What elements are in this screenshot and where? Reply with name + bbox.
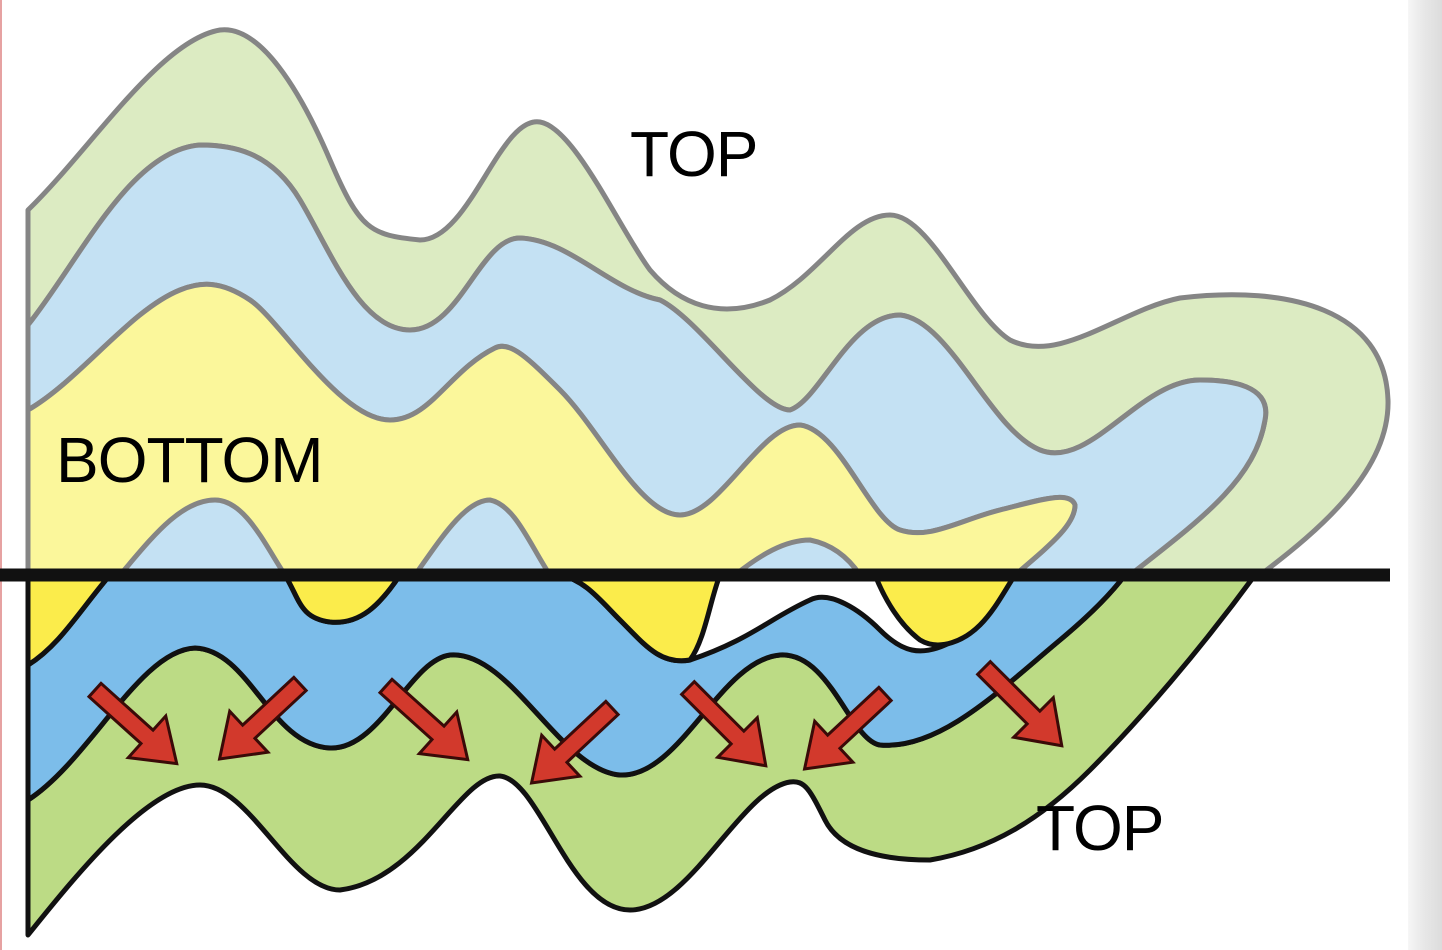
- red-arrow-icon: [679, 679, 768, 768]
- red-arrow-icon: [86, 681, 179, 766]
- upper-inner-blue-bump-1: [114, 497, 290, 578]
- upper-fold-layers: [25, 27, 1391, 578]
- label-top-lower: TOP: [1036, 792, 1164, 864]
- red-arrow-icon: [217, 675, 309, 761]
- left-border: [0, 0, 2, 950]
- label-bottom: BOTTOM: [56, 424, 324, 496]
- red-arrow-icon: [377, 677, 470, 762]
- upper-light-yellow-layer: [25, 281, 1078, 578]
- red-arrow-icon: [802, 685, 894, 771]
- lower-yellow-lobe-3: [557, 572, 723, 664]
- lower-fold-layers: [25, 572, 1258, 938]
- upper-inner-blue-bump-2: [410, 497, 555, 578]
- red-arrows: [86, 659, 1064, 785]
- lower-yellow-lobe-2: [282, 572, 403, 625]
- label-top-upper: TOP: [630, 118, 758, 190]
- red-arrow-icon: [529, 699, 621, 785]
- red-arrow-icon: [975, 659, 1064, 748]
- right-shadow-edge: [1408, 0, 1442, 950]
- lower-yellow-lobe-4: [872, 572, 1018, 648]
- upper-inner-blue-bump-3: [727, 537, 865, 578]
